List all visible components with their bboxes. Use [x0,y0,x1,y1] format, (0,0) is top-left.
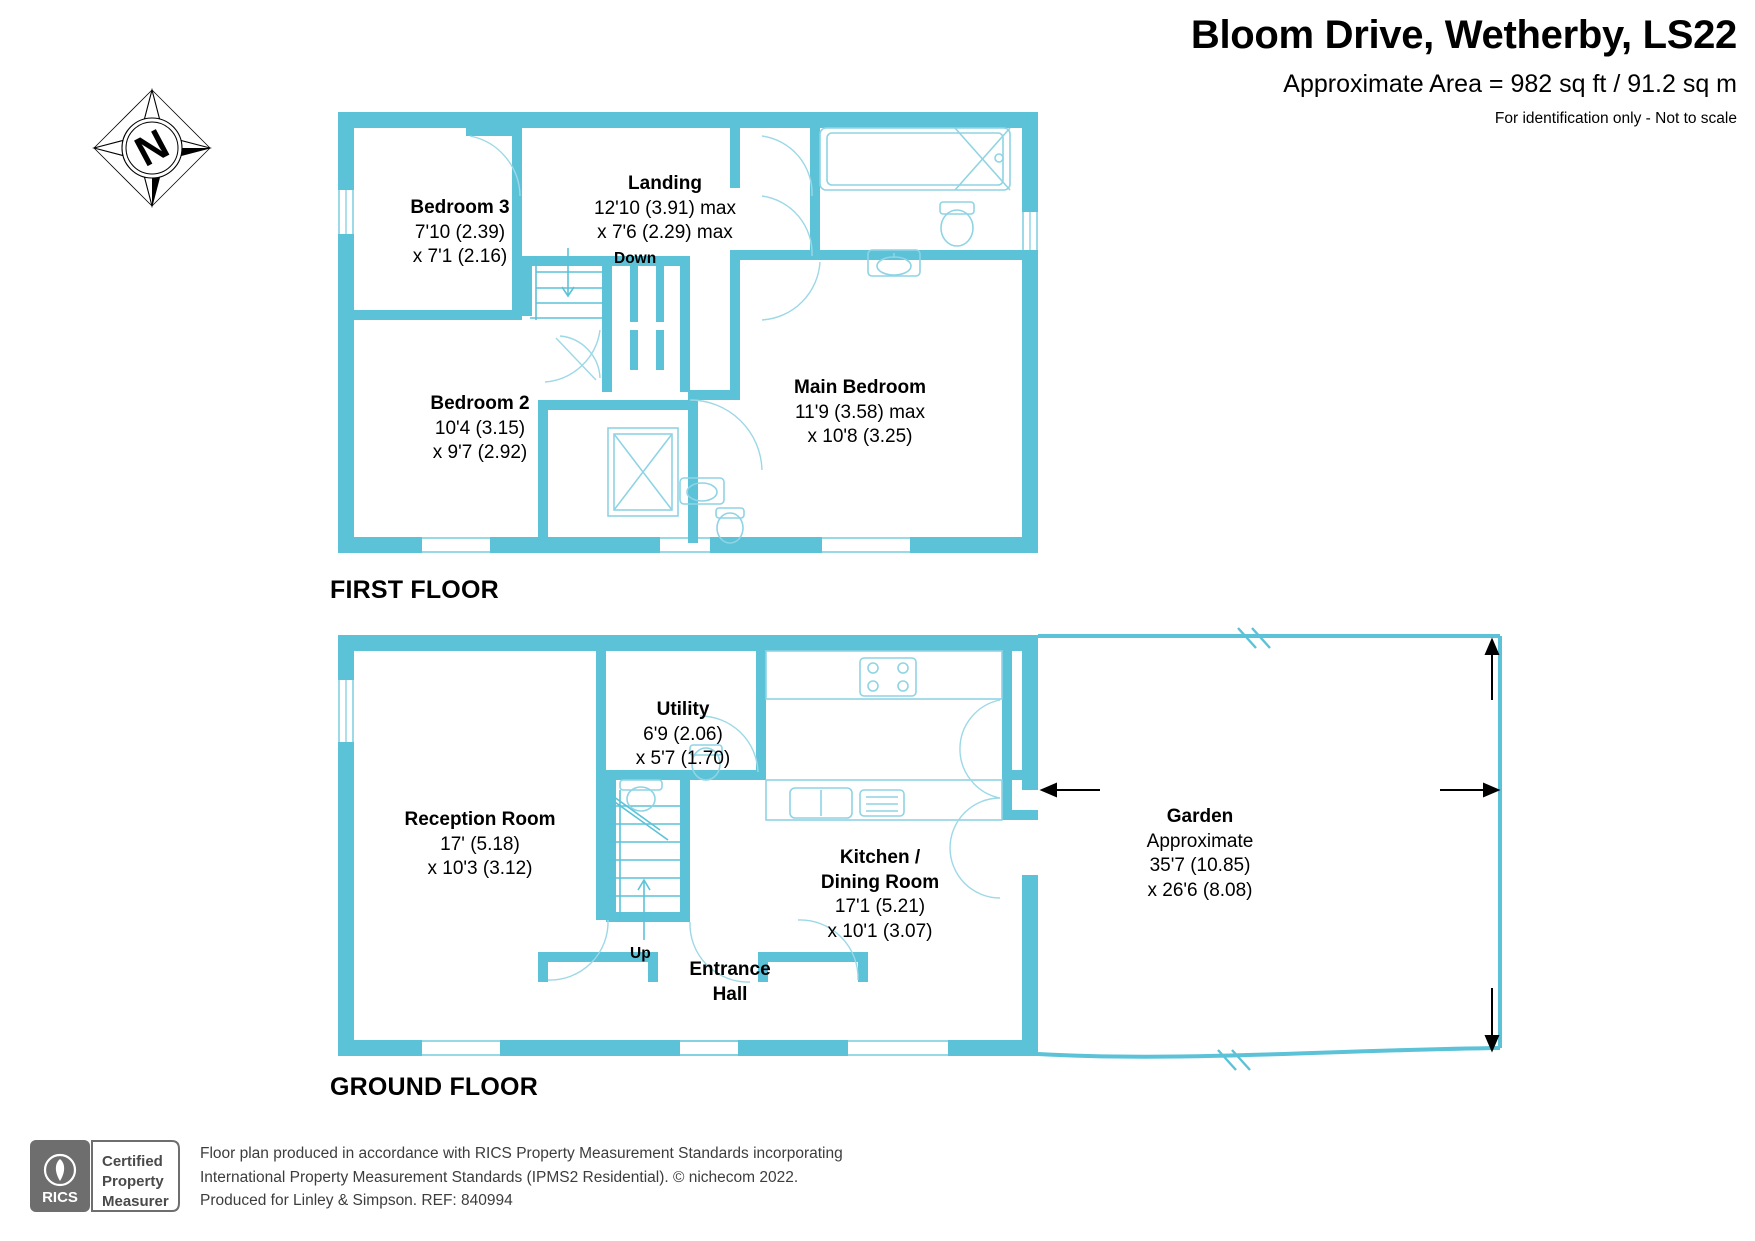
room-dim-2: x 10'3 (3.12) [427,858,533,880]
room-dim-2: x 7'1 (2.16) [412,246,508,268]
footer: RICS Certified Property Measurer Floor p… [30,1140,843,1213]
header: Bloom Drive, Wetherby, LS22 Approximate … [1191,14,1737,128]
rics-certified-badge: RICS Certified Property Measurer [30,1140,180,1212]
approximate-area: Approximate Area = 982 sq ft / 91.2 sq m [1283,70,1737,98]
room-dim-1: 12'10 (3.91) max [594,197,736,219]
room-label-bedroom-2: Bedroom 2 10'4 (3.15) x 9'7 (2.92) [390,392,570,466]
room-label-main-bedroom: Main Bedroom 11'9 (3.58) max x 10'8 (3.2… [760,376,960,450]
room-name: Landing [628,173,702,194]
room-name: Kitchen / [839,847,921,868]
room-dim-1: 35'7 (10.85) [1149,855,1251,877]
room-label-kitchen-dining: Kitchen / Dining Room 17'1 (5.21) x 10'1… [790,846,970,945]
room-name: Utility [656,699,710,720]
room-name: Bedroom 2 [430,393,530,414]
room-dim-1: 6'9 (2.06) [643,723,723,745]
room-label-utility: Utility 6'9 (2.06) x 5'7 (1.70) [608,698,758,772]
badge-line-2: Property [102,1173,164,1190]
room-name: Garden [1166,806,1234,827]
badge-line-3: Measurer [102,1193,169,1210]
room-name: Main Bedroom [794,377,926,398]
room-dim-2: x 5'7 (1.70) [635,748,731,770]
footer-text: Floor plan produced in accordance with R… [200,1140,843,1213]
room-label-reception-room: Reception Room 17' (5.18) x 10'3 (3.12) [380,808,580,882]
room-dim-2: x 9'7 (2.92) [432,442,528,464]
room-label-landing: Landing 12'10 (3.91) max x 7'6 (2.29) ma… [555,172,775,246]
room-label-entrance-hall: Entrance Hall [660,958,800,1007]
room-dim-2: x 7'6 (2.29) max [597,222,733,244]
room-sub: Approximate [1146,830,1254,852]
room-name-second-line: Hall [712,983,748,1005]
badge-line-1: Certified [102,1153,163,1170]
room-name: Entrance [689,959,771,980]
footer-line-3: Produced for Linley & Simpson. REF: 8409… [200,1192,513,1210]
room-name: Bedroom 3 [410,197,510,218]
room-dim-1: 10'4 (3.15) [434,417,526,439]
disclaimer-text: For identification only - Not to scale [1494,110,1737,127]
room-label-garden: Garden Approximate 35'7 (10.85) x 26'6 (… [1110,805,1290,904]
room-dim-2: x 10'8 (3.25) [807,426,913,448]
room-name-second-line: Dining Room [820,871,940,893]
footer-line-1: Floor plan produced in accordance with R… [200,1145,843,1162]
down-label: Down [614,250,657,267]
ground-floor-caption: GROUND FLOOR [330,1073,538,1101]
north-arrow-icon: N [91,87,213,209]
room-dim-1: 17'1 (5.21) [834,896,926,918]
rics-logo-text: RICS [42,1189,78,1206]
room-dim-1: 17' (5.18) [440,833,520,855]
page-title: Bloom Drive, Wetherby, LS22 [1190,13,1737,57]
up-label: Up [630,945,651,962]
room-dim-1: 7'10 (2.39) [414,221,506,243]
first-floor-caption: FIRST FLOOR [330,576,499,604]
room-dim-2: x 10'1 (3.07) [827,921,933,943]
room-dim-1: 11'9 (3.58) max [794,401,925,423]
room-label-bedroom-3: Bedroom 3 7'10 (2.39) x 7'1 (2.16) [380,196,540,270]
room-dim-2: x 26'6 (8.08) [1147,880,1253,902]
footer-line-2: International Property Measurement Stand… [200,1168,799,1186]
room-name: Reception Room [404,809,556,830]
